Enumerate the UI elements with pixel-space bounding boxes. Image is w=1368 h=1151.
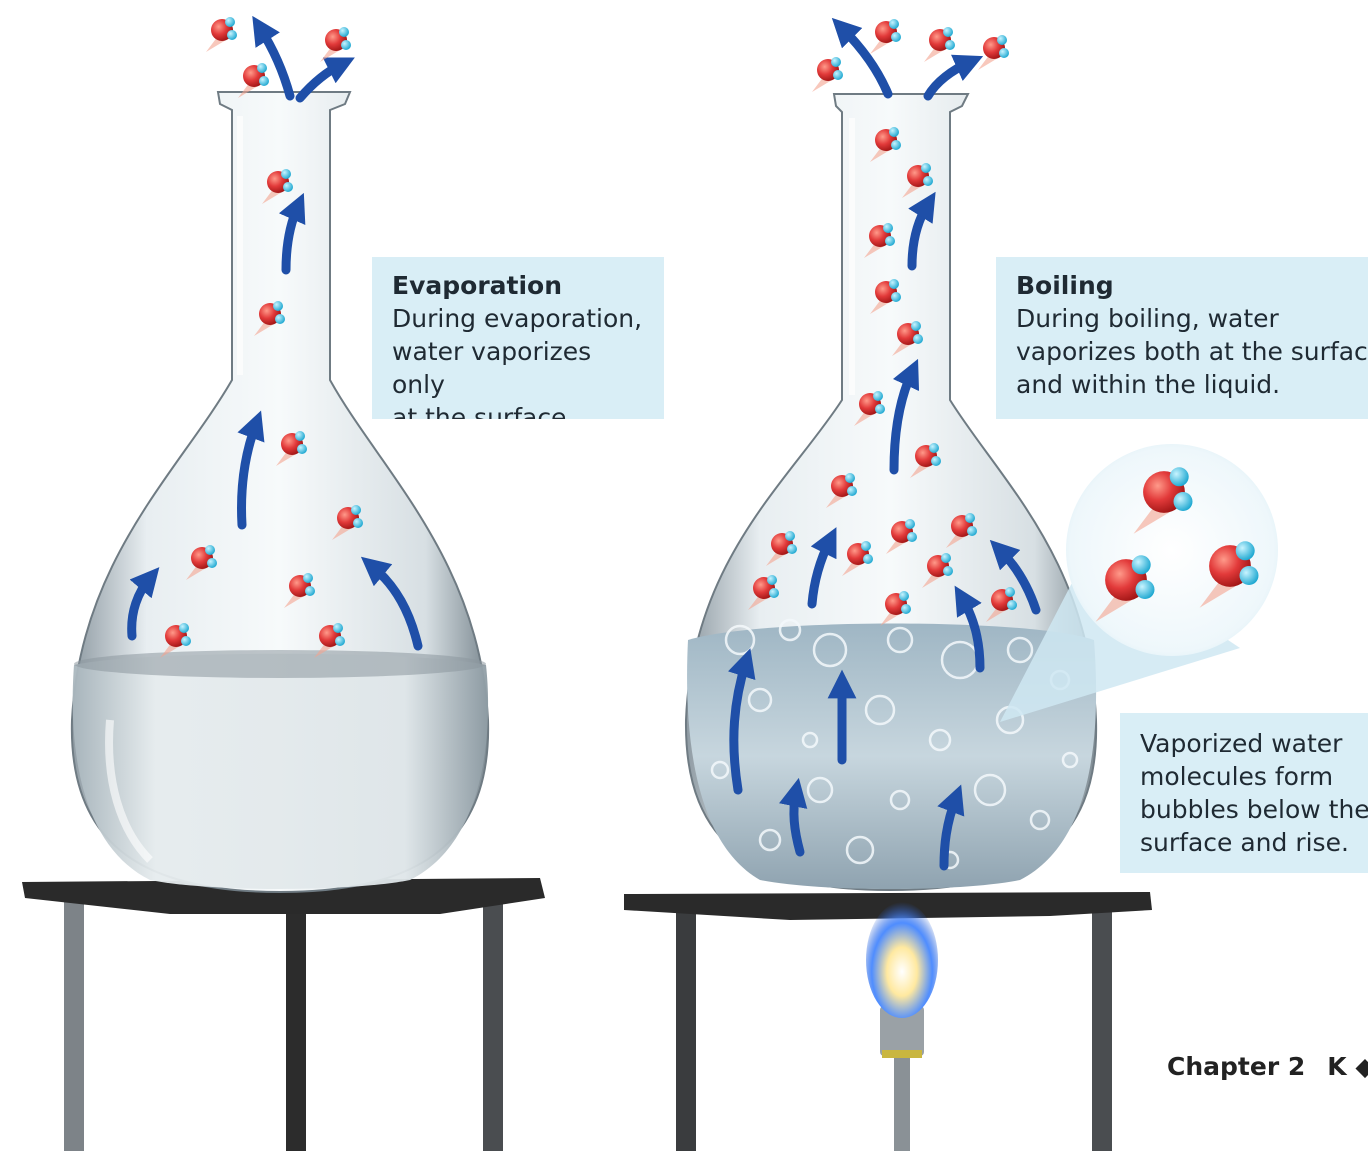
boiling-flask [686,94,1096,890]
bunsen-burner [866,902,938,1151]
boiling-callout: Boiling During boiling, water vaporizes … [996,257,1368,419]
chapter-label: Chapter 2 [1167,1052,1305,1081]
evaporation-flask [72,92,488,892]
left-ring-stand [22,878,545,1151]
evaporation-text: During evaporation, water vaporizes only… [392,302,646,419]
bubble-text: Vaporized water molecules form bubbles b… [1140,727,1350,859]
page-footer: Chapter 2 K ◆ [1167,1052,1368,1081]
evaporation-callout: Evaporation During evaporation, water va… [372,257,664,419]
evaporation-title: Evaporation [392,269,646,302]
evaporation-water [73,654,488,889]
flame-icon [866,902,938,1018]
boiling-text: During boiling, water vaporizes both at … [1016,302,1350,401]
boiling-title: Boiling [1016,269,1350,302]
section-letter: K [1327,1052,1346,1081]
bullet-icon: ◆ [1355,1052,1368,1081]
bubble-callout: Vaporized water molecules form bubbles b… [1120,713,1368,873]
